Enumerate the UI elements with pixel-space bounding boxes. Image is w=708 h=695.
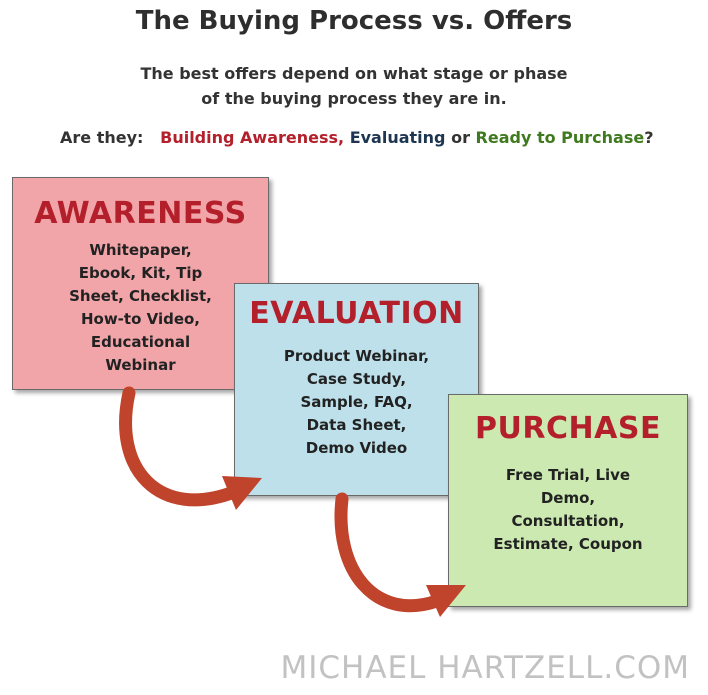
purchase-box: PURCHASE Free Trial, Live Demo, Consulta… <box>448 394 688 607</box>
subtitle-line-1: The best offers depend on what stage or … <box>140 64 568 83</box>
awareness-item: Educational <box>90 333 191 351</box>
awareness-item: Webinar <box>105 356 176 374</box>
awareness-title: AWARENESS <box>34 196 247 231</box>
evaluation-item: Product Webinar, <box>283 347 430 365</box>
subtitle-line-2: of the buying process they are in. <box>201 89 507 108</box>
purchase-items: Free Trial, Live Demo, Consultation, Est… <box>468 464 668 556</box>
purchase-item: Estimate, Coupon <box>493 535 643 553</box>
purchase-title: PURCHASE <box>475 411 661 446</box>
evaluation-box: EVALUATION Product Webinar, Case Study, … <box>234 283 479 496</box>
evaluation-item: Sample, FAQ, <box>300 393 413 411</box>
evaluation-item: Data Sheet, <box>306 416 407 434</box>
question-or: or <box>445 128 476 147</box>
awareness-box: AWARENESS Whitepaper, Ebook, Kit, Tip Sh… <box>12 177 269 390</box>
arrow-awareness-to-evaluation <box>119 386 262 510</box>
question-prefix: Are they: <box>60 128 161 147</box>
awareness-item: How-to Video, <box>80 310 201 328</box>
question-awareness: Building Awareness, <box>160 128 345 147</box>
purchase-item: Free Trial, Live <box>505 466 631 484</box>
evaluation-item: Demo Video <box>305 439 408 457</box>
awareness-item: Sheet, Checklist, <box>69 287 212 305</box>
page-title: The Buying Process vs. Offers <box>135 6 573 36</box>
awareness-item: Whitepaper, <box>89 241 192 259</box>
evaluation-items: Product Webinar, Case Study, Sample, FAQ… <box>257 345 457 460</box>
awareness-items: Whitepaper, Ebook, Kit, Tip Sheet, Check… <box>36 239 246 377</box>
evaluation-item: Case Study, <box>306 370 407 388</box>
question-end: ? <box>644 128 654 147</box>
question-line: Are they: Building Awareness, Evaluating… <box>60 128 654 147</box>
question-purchase: Ready to Purchase <box>475 128 645 147</box>
purchase-item: Demo, <box>540 489 596 507</box>
question-evaluating: Evaluating <box>349 128 446 147</box>
awareness-item: Ebook, Kit, Tip <box>78 264 203 282</box>
arrow-evaluation-to-purchase <box>334 492 466 617</box>
watermark-text: MICHAEL HARTZELL.COM <box>280 650 690 686</box>
evaluation-title: EVALUATION <box>249 296 464 331</box>
purchase-item: Consultation, <box>511 512 625 530</box>
